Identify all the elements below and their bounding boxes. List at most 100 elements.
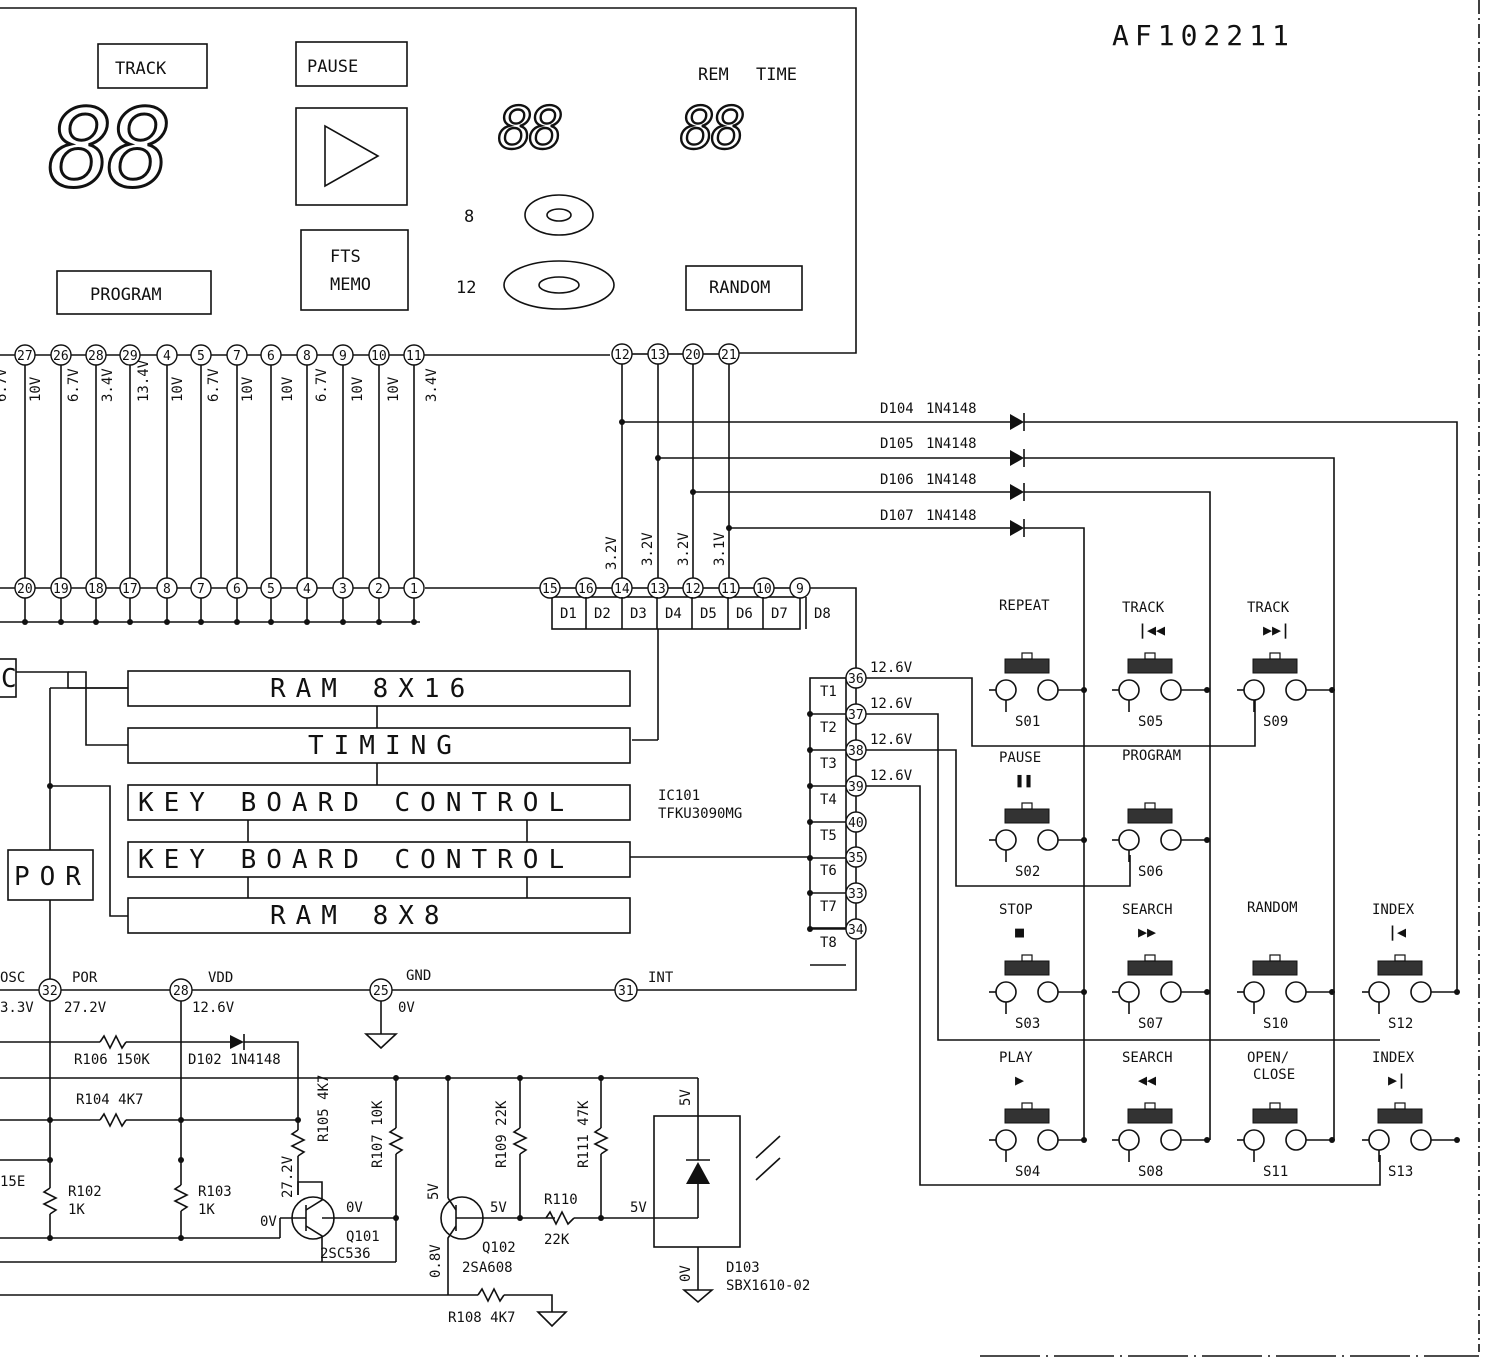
diode-d106-icon: [1010, 483, 1211, 1140]
t-pin-33: 33: [848, 887, 864, 902]
display-disc-8: 8: [464, 207, 474, 227]
switch-name2-S11: CLOSE: [1253, 1067, 1295, 1083]
lower-pin-7: 7: [197, 582, 205, 597]
top-pin-8: 8: [303, 349, 311, 364]
display-fts-label: FTS: [330, 247, 361, 267]
r111-label: R111 47K: [576, 1100, 592, 1168]
r103-value: 1K: [198, 1202, 215, 1218]
diode-matrix: D104 1N4148 D105 1N4148 D106 1N4148 D107…: [604, 364, 1458, 1140]
switch-name-S04: PLAY: [999, 1050, 1033, 1066]
d-pin-10: 10: [756, 582, 772, 597]
top-voltage-10: 10V: [350, 376, 366, 402]
lower-pin-19: 19: [53, 582, 69, 597]
switch-symbol-S02-icon: ❚❚: [1015, 771, 1033, 789]
d107-part: 1N4148: [926, 508, 977, 524]
q101-0v-a: 0V: [260, 1214, 277, 1230]
top-pin-10: 10: [371, 349, 387, 364]
switch-name-S10: RANDOM: [1247, 900, 1298, 916]
top-voltage-9: 6.7V: [314, 368, 330, 402]
d105-part: 1N4148: [926, 436, 977, 452]
ic101-part: TFKU3090MG: [658, 806, 742, 822]
top-voltage-12: 3.4V: [424, 368, 440, 402]
switch-ref-S06: S06: [1138, 864, 1163, 880]
d-label-D7: D7: [771, 606, 788, 622]
track-digits: 88: [48, 87, 167, 212]
d-label-D2: D2: [594, 606, 611, 622]
t-voltage-3: 12.6V: [870, 768, 913, 784]
gnd-label: GND: [406, 968, 431, 984]
top-voltage-2: 6.7V: [66, 368, 82, 402]
q102-part: 2SA608: [462, 1260, 513, 1276]
time-digits: 88: [680, 94, 743, 162]
index-digits: 88: [498, 94, 561, 162]
d-voltage-1: 3.2V: [604, 536, 620, 570]
osc-block-label: C: [1, 664, 27, 694]
right-top-pins: 12 13 20 21: [611, 343, 740, 365]
lower-pin-20: 20: [17, 582, 33, 597]
r108-label: R108 4K7: [448, 1310, 515, 1326]
switch-ref-S08: S08: [1138, 1164, 1163, 1180]
lower-pin-4: 4: [303, 582, 311, 597]
display-random-label: RANDOM: [709, 278, 770, 298]
r105-label: R105 4K7: [316, 1075, 332, 1142]
diode-d104-icon: [1010, 413, 1458, 990]
t-pin-36: 36: [848, 672, 864, 687]
pin-25: 25: [373, 984, 389, 999]
top-voltage-11: 10V: [386, 376, 402, 402]
switch-symbol-S05-icon: |◀◀: [1138, 621, 1165, 640]
switch-name-S02: PAUSE: [999, 750, 1041, 766]
q102-5v-b: 5V: [490, 1200, 507, 1216]
d-label-D3: D3: [630, 606, 647, 622]
top-voltage-8: 10V: [280, 376, 296, 402]
d-label-D4: D4: [665, 606, 682, 622]
switch-ref-S04: S04: [1015, 1164, 1040, 1180]
switch-symbol-S08-icon: ◀◀: [1138, 1071, 1156, 1089]
lower-pin-5: 5: [267, 582, 275, 597]
d104-label: D104: [880, 401, 914, 417]
top-pin-28: 28: [88, 349, 104, 364]
d-label-D1: D1: [560, 606, 577, 622]
pin-13-top: 13: [650, 348, 666, 363]
display-pause-label: PAUSE: [307, 57, 358, 77]
t-label-T1: T1: [820, 684, 837, 700]
t-voltage-0: 12.6V: [870, 660, 913, 676]
q101-0v-b: 0V: [346, 1200, 363, 1216]
switch-symbol-S09-icon: ▶▶|: [1263, 621, 1290, 640]
t-pin-37: 37: [848, 708, 864, 723]
osc-voltage: 3.3V: [0, 1000, 34, 1016]
r102-label: R102: [68, 1184, 102, 1200]
d-pin-15: 15: [542, 582, 558, 597]
ram-8x16-block: RAM 8X16: [270, 674, 475, 704]
lower-pin-18: 18: [88, 582, 104, 597]
t-pin-column: 3637383940353334T1T2T3T4T5T6T7T812.6V12.…: [636, 660, 913, 991]
d-voltage-3: 3.2V: [676, 532, 692, 566]
transistor-q102-icon: [440, 1196, 555, 1295]
r107-label: R107 10K: [370, 1100, 386, 1168]
d-pin-14: 14: [614, 582, 630, 597]
d102-label: D102 1N4148: [188, 1052, 281, 1068]
t-label-T4: T4: [820, 792, 837, 808]
q101-part: 2SC536: [320, 1246, 371, 1262]
top-voltage-1: 10V: [28, 376, 44, 402]
t-pin-39: 39: [848, 780, 864, 795]
pin-12-top: 12: [614, 348, 630, 363]
d-voltage-4: 3.1V: [712, 532, 728, 566]
r104-label: R104 4K7: [76, 1092, 143, 1108]
display-rem-label: REM: [698, 65, 729, 85]
t-pin-40: 40: [848, 816, 864, 831]
diode-d102-icon: [230, 1034, 245, 1050]
switch-name-S12: INDEX: [1372, 902, 1415, 918]
por-block-label: POR: [14, 862, 91, 892]
top-pin-29: 29: [122, 349, 138, 364]
